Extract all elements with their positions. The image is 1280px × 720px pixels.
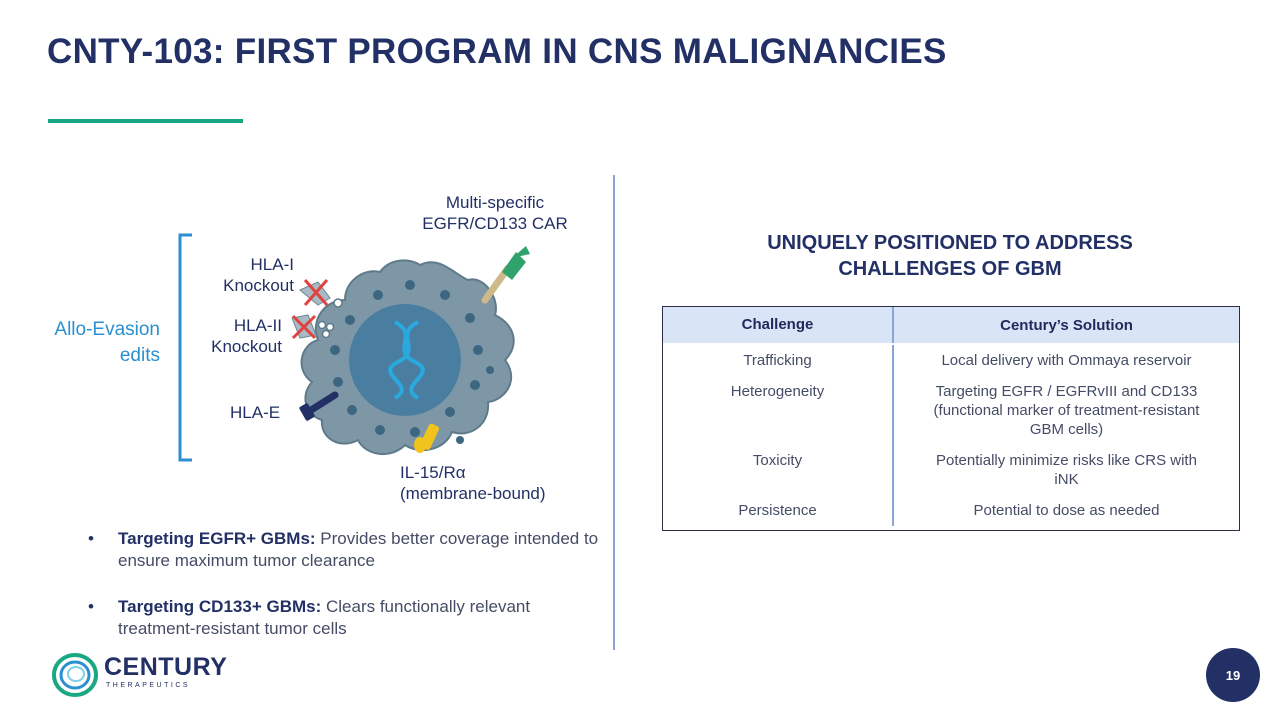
bullet-cd133-text: Clears functionally relevant treatment-r… — [118, 597, 531, 638]
logo-subtitle: THERAPEUTICS — [106, 682, 191, 689]
hla-i-label-line2: Knockout — [223, 276, 294, 295]
row-challenge: Heterogeneity — [663, 376, 894, 445]
car-receptor-icon — [481, 246, 530, 304]
header-solution: Century’s Solution — [1000, 316, 1133, 334]
car-label: Multi-specific EGFR/CD133 CAR — [380, 192, 610, 234]
allo-evasion-bracket — [178, 233, 192, 462]
il15-label-line1: IL-15/Rα — [400, 463, 466, 482]
row-challenge: Trafficking — [663, 345, 894, 376]
hla-ii-label-line2: Knockout — [211, 337, 282, 356]
bullet-cd133-bold: Targeting CD133+ GBMs: — [118, 597, 322, 616]
row-challenge: Toxicity — [663, 445, 894, 495]
table-title-line2: CHALLENGES OF GBM — [838, 258, 1062, 280]
car-label-line1: Multi-specific — [445, 193, 545, 212]
il15-label: IL-15/Rα (membrane-bound) — [400, 462, 546, 504]
hla-e-label: HLA-E — [230, 403, 281, 422]
hla-i-knockout-icon — [299, 279, 343, 308]
table-row: Heterogeneity Targeting EGFR / EGFRvIII … — [663, 376, 1239, 445]
allo-evasion-line1: Allo-Evasion — [54, 319, 160, 340]
bullet-cd133: Targeting CD133+ GBMs: Clears functional… — [88, 596, 608, 640]
hla-e-icon — [299, 391, 339, 421]
hla-ii-knockout-icon — [291, 314, 335, 340]
title-underline — [48, 119, 243, 123]
challenge-solution-table: Challenge Century’s Solution Trafficking… — [662, 306, 1240, 531]
bullet-egfr-bold: Targeting EGFR+ GBMs: — [118, 529, 316, 548]
table-header-row: Challenge Century’s Solution — [663, 307, 1239, 343]
il15-label-line2: (membrane-bound) — [400, 484, 546, 503]
hla-ii-label: HLA-II Knockout — [182, 315, 282, 357]
logo-wordmark: CENTURY — [104, 653, 228, 681]
century-logo-icon — [52, 653, 98, 697]
car-label-line2: EGFR/CD133 CAR — [422, 214, 568, 233]
allo-evasion-line2: edits — [119, 345, 160, 366]
row-challenge: Persistence — [663, 495, 894, 526]
row-solution: Local delivery with Ommaya reservoir — [941, 352, 1192, 369]
hla-i-label-line1: HLA-I — [250, 255, 294, 274]
table-row: Trafficking Local delivery with Ommaya r… — [663, 343, 1239, 376]
nk-cell-diagram — [178, 233, 530, 462]
hla-ii-label-line1: HLA-II — [233, 316, 282, 335]
header-challenge: Challenge — [663, 307, 894, 343]
bullet-egfr: Targeting EGFR+ GBMs: Provides better co… — [88, 528, 608, 572]
cytoplasm-dots — [330, 280, 494, 444]
table-row: Persistence Potential to dose as needed — [663, 495, 1239, 530]
row-solution: Targeting EGFR / EGFRvIII and CD133 (fun… — [933, 383, 1200, 438]
nk-cell — [300, 259, 515, 455]
row-solution: Potential to dose as needed — [973, 502, 1160, 519]
table-row: Toxicity Potentially minimize risks like… — [663, 445, 1239, 495]
bullet-egfr-text: Provides better coverage intended to ens… — [118, 529, 599, 570]
vertical-divider — [613, 175, 615, 650]
table-title-line1: UNIQUELY POSITIONED TO ADDRESS — [767, 232, 1133, 254]
table-title: UNIQUELY POSITIONED TO ADDRESS CHALLENGE… — [700, 230, 1200, 282]
dna-icon — [388, 320, 425, 400]
bullet-list: Targeting EGFR+ GBMs: Provides better co… — [88, 528, 608, 664]
hla-i-label: HLA-I Knockout — [190, 254, 294, 296]
page-number-badge: 19 — [1206, 648, 1260, 702]
row-solution: Potentially minimize risks like CRS with… — [936, 452, 1197, 488]
allo-evasion-label: Allo-Evasion edits — [18, 317, 160, 369]
il15-receptor-icon — [414, 423, 440, 453]
page-title: CNTY-103: FIRST PROGRAM IN CNS MALIGNANC… — [47, 32, 947, 71]
